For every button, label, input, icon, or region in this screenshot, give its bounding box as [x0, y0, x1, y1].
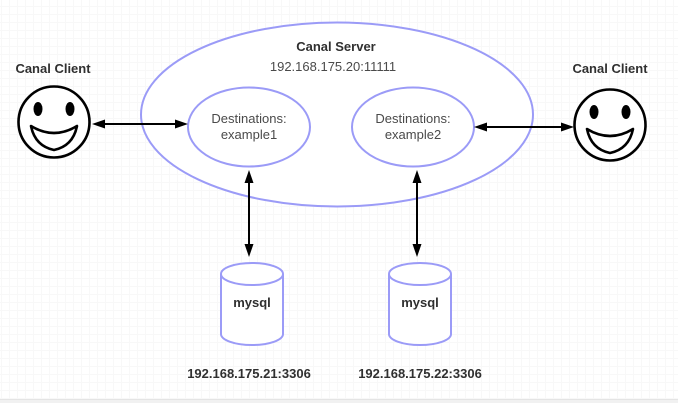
mysql-cylinder-2[interactable] — [388, 262, 452, 346]
arrowhead-top — [244, 170, 254, 183]
eye-left — [33, 102, 43, 116]
eye-left — [589, 105, 599, 119]
cylinder-rim — [388, 273, 452, 286]
mysql-cylinder-1[interactable] — [220, 262, 284, 346]
arrow-client-left-to-destination1[interactable] — [92, 119, 188, 129]
arrowhead-left — [92, 119, 105, 129]
arrowhead-right — [561, 122, 574, 132]
destination1-label-line2: example1 — [220, 127, 278, 142]
destination2-label: Destinations: example2 — [353, 111, 473, 143]
cylinder-rim — [220, 273, 284, 286]
canal-client-label-left: Canal Client — [15, 61, 91, 76]
smiley-face-icon-right[interactable] — [573, 88, 647, 162]
arrowhead-bottom — [244, 244, 254, 257]
destination1-label-line1: Destinations: — [211, 111, 287, 126]
mysql1-address: 192.168.175.21:3306 — [187, 366, 311, 381]
destination-ellipse-example1[interactable] — [187, 86, 311, 168]
arrowhead-bottom — [412, 244, 422, 257]
smile-mouth — [29, 124, 79, 152]
destination-1-outline — [187, 86, 311, 168]
arrow-destination2-to-mysql2[interactable] — [412, 170, 422, 257]
destination2-label-line2: example2 — [384, 127, 442, 142]
smile-mouth — [585, 127, 635, 155]
mysql1-label: mysql — [233, 295, 271, 310]
arrowhead-top — [412, 170, 422, 183]
canal-server-address: 192.168.175.20:11111 — [269, 59, 397, 74]
mysql2-address: 192.168.175.22:3306 — [358, 366, 482, 381]
arrowhead-left — [474, 122, 487, 132]
arrow-destination1-to-mysql1[interactable] — [244, 170, 254, 257]
destination2-label-line1: Destinations: — [375, 111, 451, 126]
smiley-face-icon-left[interactable] — [17, 85, 91, 159]
mysql2-label: mysql — [401, 295, 439, 310]
arrowhead-right — [175, 119, 188, 129]
destination1-label: Destinations: example1 — [189, 111, 309, 143]
eye-right — [65, 102, 75, 116]
canal-client-label-right: Canal Client — [572, 61, 648, 76]
arrow-destination2-to-client-right[interactable] — [474, 122, 574, 132]
canvas-page-edge — [0, 399, 678, 403]
canal-server-title: Canal Server — [296, 39, 376, 54]
eye-right — [621, 105, 631, 119]
